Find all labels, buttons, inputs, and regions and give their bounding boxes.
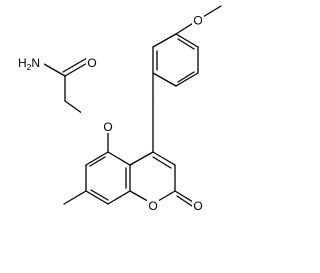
bond-carbonyl-c-o-double: [62, 57, 88, 73]
bond-c7-methyl: [63, 190, 87, 205]
ether-oxygen-label: O: [103, 120, 112, 134]
bond-n-carbonyl-c: [43, 63, 66, 77]
bond-ph-3: [152, 72, 177, 87]
bond-c8-c8a: [107, 190, 131, 205]
methoxyphenyl-group: [152, 5, 222, 101]
bond-ph-double-2: [177, 71, 195, 83]
bond-c4a-c4: [129, 151, 154, 166]
bond-ph-4: [175, 72, 199, 87]
bond-c4-c3: [152, 151, 176, 166]
bond-c2-lactone-o: [174, 190, 194, 203]
bond-c2-lactone-o-double: [176, 195, 193, 207]
ring-oxygen-label: O: [148, 199, 157, 213]
bond-ph-6: [175, 33, 199, 48]
chemical-structure-diagram: O O H2N O O O: [14, 5, 222, 213]
acetamide-oxy-group: [43, 57, 109, 153]
bond-c4-c3-double: [152, 156, 172, 169]
bond-ph-double-3: [177, 38, 195, 50]
atom-labels: O O H2N O O O: [14, 13, 204, 213]
amide-nitrogen-label: H2N: [18, 56, 40, 72]
methoxy-oxygen-label: O: [193, 14, 202, 28]
bond-c7-c8-double: [90, 189, 109, 201]
bond-c7-c8: [85, 190, 109, 205]
bond-c4a-c5: [107, 151, 131, 166]
lactone-oxygen-label: O: [193, 199, 202, 213]
amide-oxygen-label: O: [87, 56, 96, 70]
bond-ph-1: [152, 33, 177, 48]
bond-c5-c6-double: [89, 156, 106, 167]
bond-carbonyl-c-o: [64, 61, 90, 77]
bond-c5-c6: [85, 151, 109, 166]
